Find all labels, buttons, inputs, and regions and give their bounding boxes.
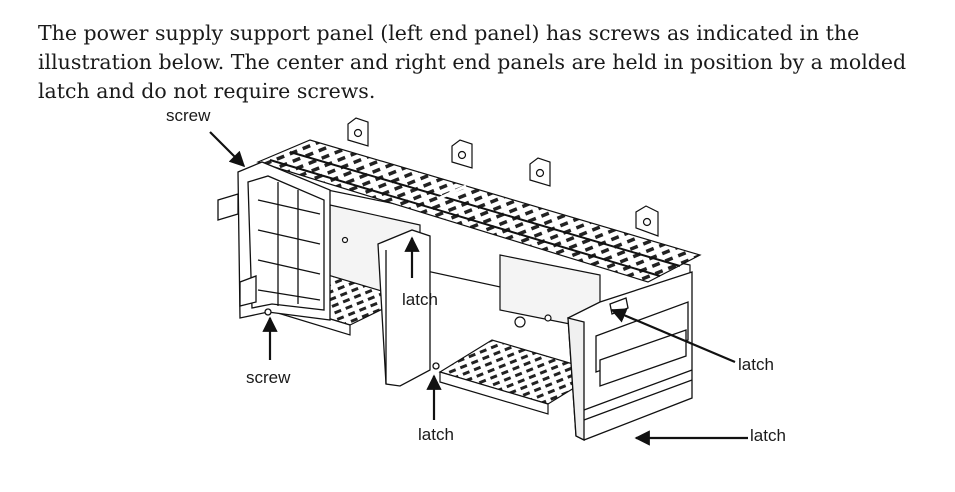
top-rail bbox=[256, 139, 702, 283]
right-end-panel bbox=[567, 271, 693, 442]
label-screw-top: screw bbox=[166, 106, 211, 125]
center-panel bbox=[377, 229, 440, 387]
mounting-tabs bbox=[347, 117, 659, 237]
label-latch-center: latch bbox=[402, 290, 438, 309]
arrow-latch-right bbox=[610, 308, 736, 364]
label-latch-right: latch bbox=[738, 355, 774, 374]
left-end-panel bbox=[217, 161, 331, 321]
paragraph-line-2: illustration below. The center and right… bbox=[38, 50, 907, 74]
paragraph-line-3: latch and do not require screws. bbox=[38, 79, 376, 103]
callout-arrows bbox=[209, 131, 748, 446]
label-latch-bottom-right: latch bbox=[750, 426, 786, 445]
label-screw-bottom: screw bbox=[246, 368, 291, 387]
arrow-screw-top bbox=[209, 131, 246, 168]
paragraph-line-1: The power supply support panel (left end… bbox=[38, 21, 860, 45]
instruction-paragraph: The power supply support panel (left end… bbox=[38, 19, 938, 106]
label-latch-bottom-center: latch bbox=[418, 425, 454, 444]
